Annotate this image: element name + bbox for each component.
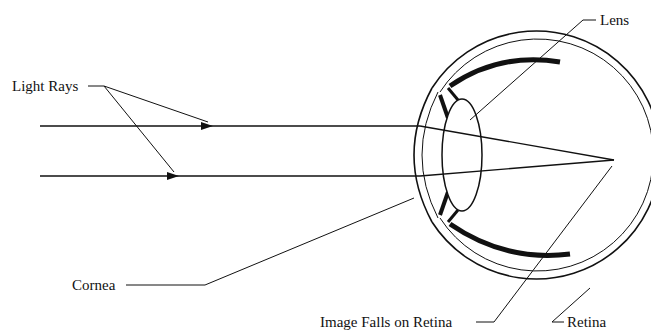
light-ray (178, 175, 420, 176)
light-ray (40, 125, 212, 126)
leader-line (470, 20, 596, 120)
sclera (432, 31, 651, 279)
light-ray (212, 125, 420, 126)
leader-line (104, 86, 174, 172)
part-label: Retina (567, 314, 606, 331)
part-label: Light Rays (12, 78, 78, 95)
light-ray (420, 160, 614, 176)
choroid (440, 39, 651, 271)
iris (440, 192, 448, 215)
choroid-band (450, 60, 560, 86)
light-ray (420, 126, 614, 160)
cornea-outline (422, 92, 438, 218)
choroid-band (450, 224, 570, 255)
part-label: Image Falls on Retina (320, 314, 452, 331)
leader-line (126, 198, 414, 285)
cornea-outline (414, 88, 432, 222)
iris (440, 95, 448, 118)
light-ray (40, 175, 178, 176)
part-label: Lens (600, 12, 629, 29)
part-label: Cornea (72, 277, 115, 294)
leader-line (476, 166, 612, 322)
leader-line (88, 86, 208, 122)
lens-shape (442, 99, 482, 211)
ciliary-body (448, 210, 458, 222)
ciliary-body (448, 88, 458, 100)
